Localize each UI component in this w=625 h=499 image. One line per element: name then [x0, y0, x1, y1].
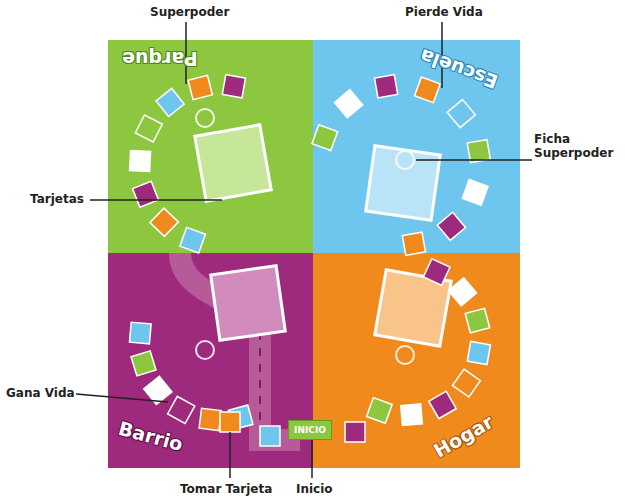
callout-label: Ficha Superpoder — [534, 132, 620, 161]
quadrant-name: Escuela — [417, 45, 501, 93]
track-tile — [168, 396, 195, 423]
track-tile — [345, 422, 365, 442]
callout-label: Tomar Tarjeta — [180, 482, 280, 496]
track-tile — [448, 278, 476, 306]
track-tile — [401, 404, 423, 426]
track-tile — [465, 308, 489, 332]
track-tile — [467, 341, 490, 364]
track-tile — [131, 351, 156, 376]
track-tile — [437, 212, 465, 240]
neighbourhood-ground — [108, 253, 313, 468]
track-tile — [447, 99, 475, 127]
track-tile — [467, 140, 490, 163]
track-tile — [402, 232, 425, 255]
card-deck — [211, 266, 286, 341]
track-tile — [129, 322, 151, 344]
park-ground — [108, 40, 313, 253]
callout-label: Pierde Vida — [405, 5, 500, 19]
track-tile — [312, 125, 338, 151]
track-tile — [188, 75, 212, 99]
start-tile: INICIO — [288, 420, 332, 440]
quadrant-name: Parque — [122, 48, 198, 70]
track-tile — [429, 391, 456, 418]
track-tile — [222, 75, 245, 98]
track-tile — [260, 426, 280, 446]
start-text: INICIO — [294, 425, 326, 435]
superpower-token — [396, 151, 414, 169]
callout-label: Gana Vida — [6, 386, 81, 400]
track-tile — [150, 208, 178, 236]
board-quadrant: Escuela — [313, 40, 520, 253]
track-tile — [220, 412, 240, 432]
card-deck — [195, 125, 271, 201]
track-tile — [423, 259, 450, 286]
superpower-token — [196, 341, 214, 359]
leader-line — [90, 199, 222, 201]
track-tile — [135, 115, 162, 142]
home-ground — [313, 253, 520, 468]
callout-label: Superpoder — [150, 5, 245, 19]
board-quadrant: Hogar — [313, 253, 520, 468]
track-tiles — [129, 75, 490, 446]
track-tile — [130, 151, 151, 172]
track-tile — [415, 77, 441, 103]
quadrant-name: Hogar — [430, 410, 497, 461]
card-deck — [366, 146, 441, 221]
superpower-tokens — [196, 109, 414, 364]
track-tile — [199, 408, 221, 430]
track-tile — [462, 180, 488, 206]
school-ground — [313, 40, 520, 253]
leader-line — [229, 432, 231, 478]
track-tile — [156, 88, 184, 116]
track-tile — [367, 398, 393, 424]
board-quadrant: Parque — [108, 40, 313, 253]
leader-lines — [76, 22, 532, 478]
superpower-token — [396, 346, 414, 364]
road — [180, 253, 300, 440]
leader-line — [311, 440, 313, 478]
callout-label: Inicio — [296, 482, 346, 496]
leader-line — [76, 394, 168, 402]
card-decks — [195, 125, 451, 346]
callout-label: Tarjetas — [30, 192, 100, 206]
track-tile — [334, 90, 362, 118]
quadrant-name: Barrio — [116, 417, 185, 455]
superpower-token — [196, 109, 214, 127]
track-tile — [133, 181, 159, 207]
track-tile — [453, 369, 481, 397]
board-quadrant: Barrio — [108, 253, 313, 468]
track-tile — [375, 75, 398, 98]
leader-line — [416, 159, 532, 161]
track-tile — [180, 227, 206, 253]
